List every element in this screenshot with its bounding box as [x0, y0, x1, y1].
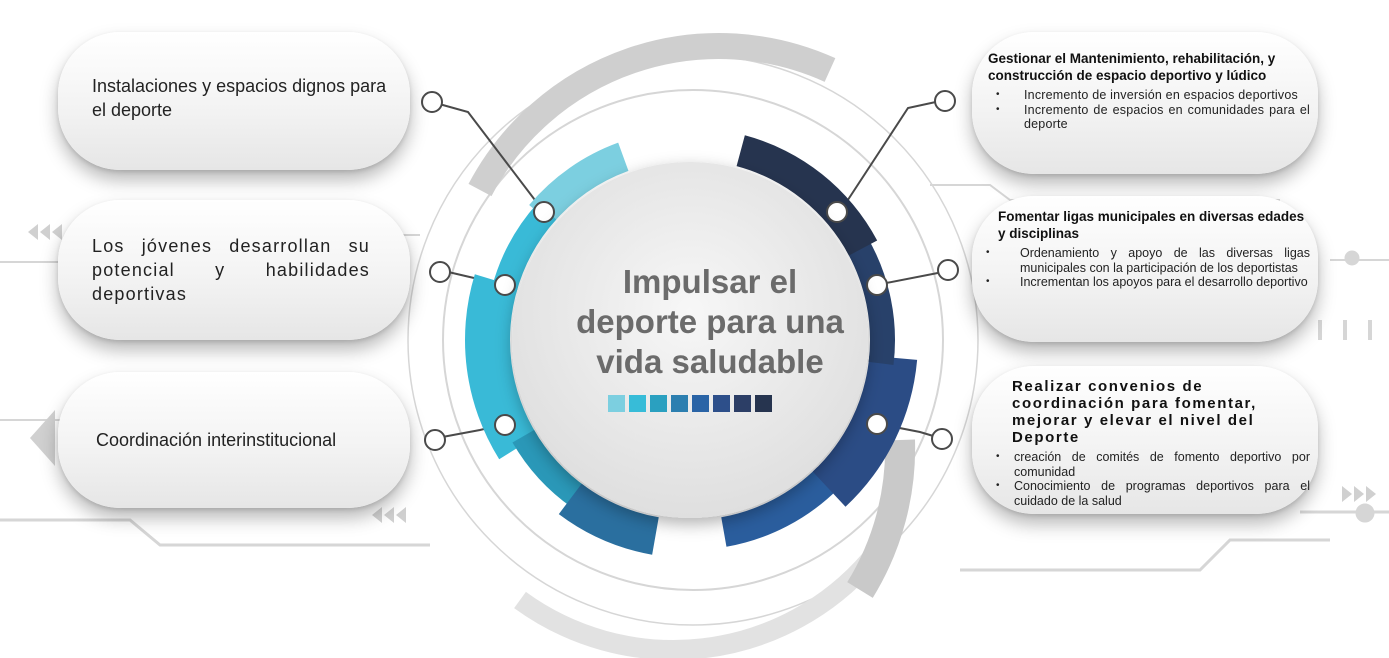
node-left-3-outer	[424, 429, 446, 451]
left-item-coordination-text: Coordinación interinstitucional	[96, 430, 337, 450]
node-right-1-outer	[934, 90, 956, 112]
color-swatches	[608, 395, 772, 412]
bullet-item: Incrementan los apoyos para el desarroll…	[986, 275, 1310, 290]
left-item-facilities-text: Instalaciones y espacios dignos para el …	[92, 76, 387, 120]
bullet-item: Ordenamiento y apoyo de las diversas lig…	[986, 246, 1310, 275]
ring-segment	[491, 202, 557, 294]
color-swatch	[713, 395, 730, 412]
ring-segment	[465, 274, 538, 460]
color-swatch	[755, 395, 772, 412]
connector-nodes	[421, 90, 959, 451]
ring-segment	[512, 430, 587, 508]
color-swatch	[608, 395, 625, 412]
right-item-agreements: Realizar convenios de coordinación para …	[972, 366, 1318, 514]
bullet-item: Conocimiento de programas deportivos par…	[988, 479, 1310, 508]
ring-segment	[845, 237, 895, 365]
bullet-item: creación de comités de fomento deportivo…	[988, 450, 1310, 479]
chevron-decorations	[28, 224, 1376, 523]
node-right-1-inner	[826, 201, 848, 223]
node-left-1-outer	[421, 91, 443, 113]
background-decoration	[0, 33, 1389, 658]
right-item-leagues: Fomentar ligas municipales en diversas e…	[972, 196, 1318, 342]
right-item-agreements-title: Realizar convenios de coordinación para …	[1012, 378, 1257, 446]
right-item-maintenance-title: Gestionar el Mantenimiento, rehabilitaci…	[988, 51, 1276, 83]
node-right-3-outer	[931, 428, 953, 450]
color-swatch	[692, 395, 709, 412]
left-item-youth: Los jóvenes desarrollan su potencial y h…	[58, 200, 410, 340]
node-right-2-inner	[866, 274, 888, 296]
ring-segment	[736, 135, 878, 256]
center-title: Impulsar el deporte para una vida saluda…	[576, 263, 844, 380]
color-swatch	[671, 395, 688, 412]
color-swatch	[734, 395, 751, 412]
right-item-leagues-title: Fomentar ligas municipales en diversas e…	[998, 209, 1305, 241]
right-item-leagues-bullets: Ordenamiento y apoyo de las diversas lig…	[986, 246, 1310, 290]
right-item-maintenance: Gestionar el Mantenimiento, rehabilitaci…	[972, 32, 1318, 174]
center-circle	[512, 162, 868, 518]
node-left-2-inner	[494, 274, 516, 296]
left-item-youth-text: Los jóvenes desarrollan su potencial y h…	[92, 236, 370, 304]
ring-segment	[558, 483, 659, 555]
node-right-2-outer	[937, 259, 959, 281]
right-item-maintenance-bullets: Incremento de inversión en espacios depo…	[988, 88, 1310, 132]
node-left-1-inner	[533, 201, 555, 223]
ring-segment	[812, 355, 918, 507]
color-swatch	[629, 395, 646, 412]
node-left-3-inner	[494, 414, 516, 436]
left-item-coordination: Coordinación interinstitucional	[58, 372, 410, 508]
color-swatch	[650, 395, 667, 412]
right-item-agreements-bullets: creación de comités de fomento deportivo…	[988, 450, 1310, 508]
ring-segment	[721, 467, 839, 547]
bullet-item: Incremento de espacios en comunidades pa…	[988, 103, 1310, 132]
node-left-2-outer	[429, 261, 451, 283]
node-right-3-inner	[866, 413, 888, 435]
ring-segments	[465, 135, 918, 555]
bullet-item: Incremento de inversión en espacios depo…	[988, 88, 1310, 103]
ring-segment	[529, 142, 629, 225]
left-item-facilities: Instalaciones y espacios dignos para el …	[58, 32, 410, 170]
